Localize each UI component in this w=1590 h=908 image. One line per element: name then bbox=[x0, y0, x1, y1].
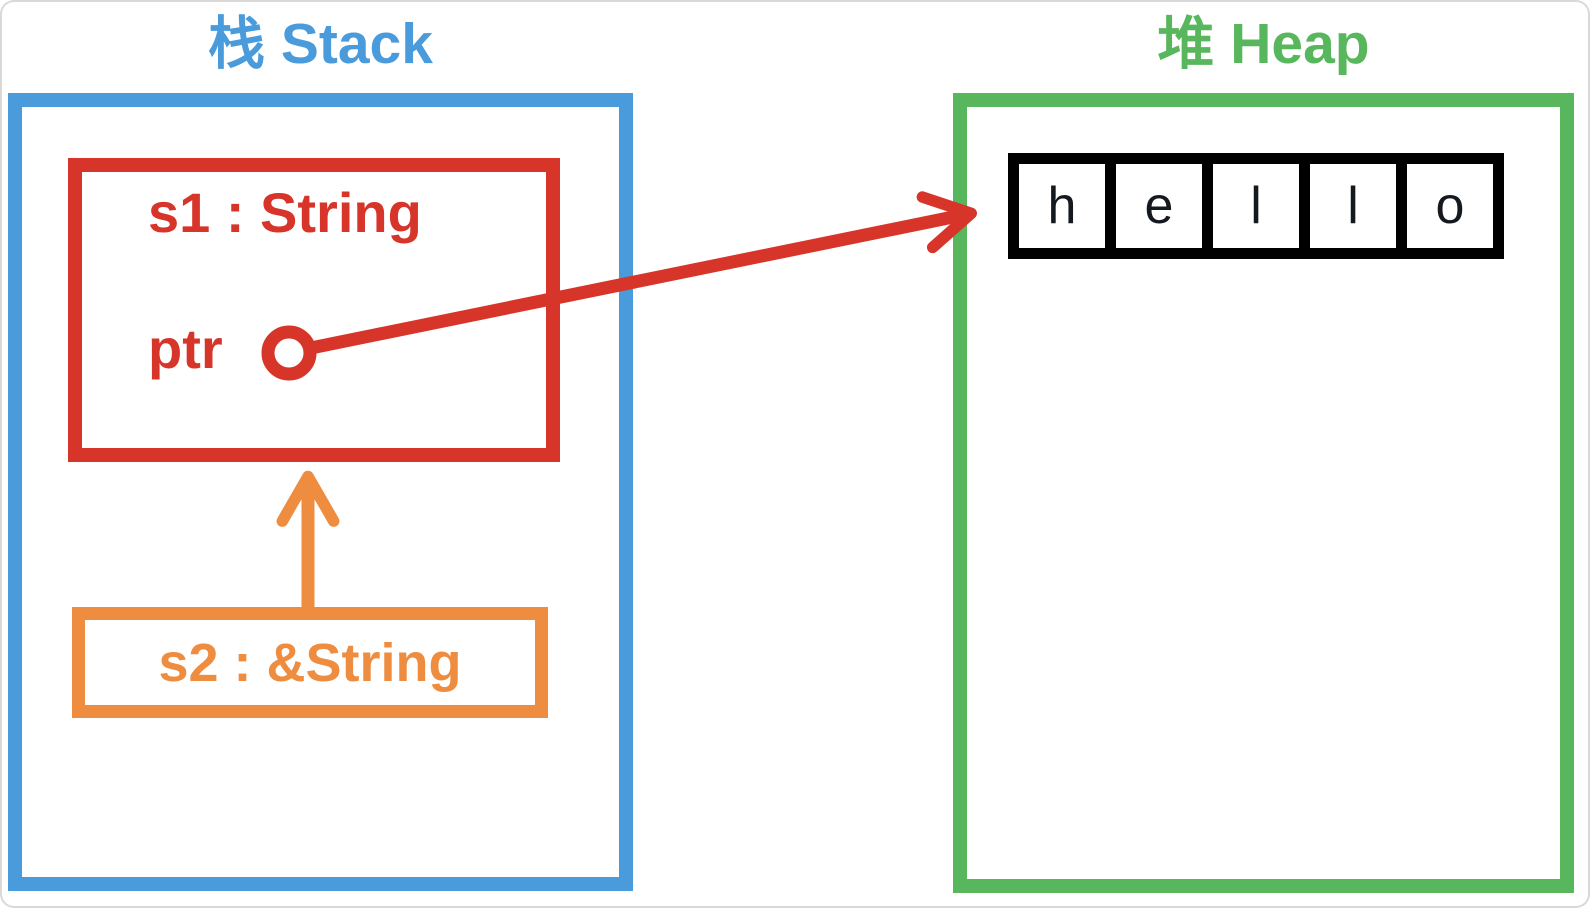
heap-cell: o bbox=[1407, 164, 1493, 248]
heap-cell-char: o bbox=[1435, 177, 1465, 235]
heap-cell: l bbox=[1310, 164, 1396, 248]
heap-cell-char: h bbox=[1047, 177, 1077, 235]
heap-cell-char: l bbox=[1347, 177, 1359, 235]
s1-label: s1 : String bbox=[148, 181, 422, 244]
heap-cell-char: e bbox=[1144, 177, 1174, 235]
s1-string-box bbox=[68, 158, 560, 462]
heap-cell: l bbox=[1213, 164, 1299, 248]
heap-cell: h bbox=[1019, 164, 1105, 248]
heap-cell-char: l bbox=[1250, 177, 1262, 235]
heap-string-cells: h e l l o bbox=[1008, 153, 1504, 259]
stack-title: 栈 Stack bbox=[208, 12, 433, 76]
ptr-label: ptr bbox=[148, 317, 223, 380]
s2-label: s2 : &String bbox=[158, 632, 462, 693]
s2-ref-box: s2 : &String bbox=[72, 607, 548, 718]
heap-title: 堆 Heap bbox=[1157, 12, 1370, 76]
heap-cell: e bbox=[1116, 164, 1202, 248]
